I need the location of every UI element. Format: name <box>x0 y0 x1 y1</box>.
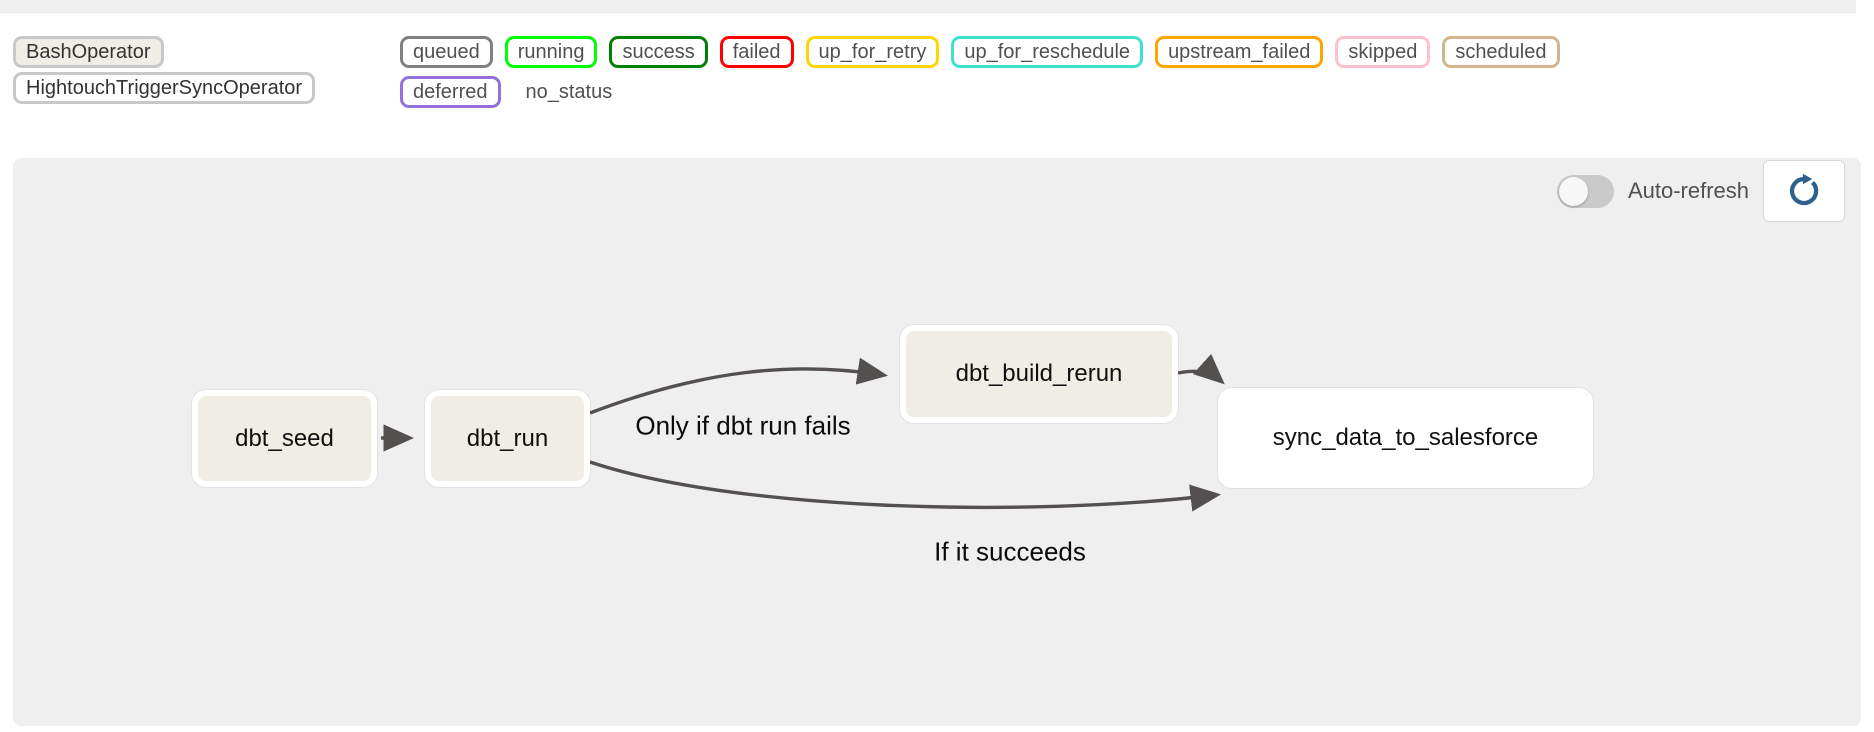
status-badge-queued: queued <box>400 36 493 68</box>
task-node-dbt_run[interactable]: dbt_run <box>425 390 590 487</box>
task-node-sync_data_to_salesforce[interactable]: sync_data_to_salesforce <box>1218 388 1593 488</box>
status-badge-up_for_retry: up_for_retry <box>805 36 940 68</box>
status-badge-deferred: deferred <box>400 76 501 108</box>
edge-dbt_build_rerun-to-sync_data_to_salesforce <box>1177 353 1225 385</box>
toggle-knob <box>1558 176 1588 206</box>
status-badge-failed: failed <box>719 36 794 68</box>
refresh-controls: Auto-refresh <box>1556 160 1845 222</box>
edge-dbt_run-to-sync_data_to_salesforce <box>589 460 1222 512</box>
task-node-dbt_seed[interactable]: dbt_seed <box>192 390 377 487</box>
task-node-dbt_build_rerun[interactable]: dbt_build_rerun <box>900 325 1178 423</box>
top-divider-strip <box>0 0 1856 13</box>
refresh-button[interactable] <box>1763 160 1845 222</box>
edge-label-dbt_run-to-sync_data_to_salesforce: If it succeeds <box>934 536 1086 567</box>
operator-badge-HightouchTriggerSyncOperator: HightouchTriggerSyncOperator <box>13 72 316 104</box>
auto-refresh-toggle[interactable] <box>1556 174 1614 208</box>
status-badge-running: running <box>504 36 598 68</box>
status-badge-scheduled: scheduled <box>1442 36 1560 68</box>
operator-badge-BashOperator: BashOperator <box>13 36 164 68</box>
auto-refresh-label: Auto-refresh <box>1627 178 1749 203</box>
edge-dbt_run-to-dbt_build_rerun <box>589 357 889 415</box>
edge-label-dbt_run-to-dbt_build_rerun: Only if dbt run fails <box>635 410 851 441</box>
dag-edges <box>381 353 1225 512</box>
status-badge-up_for_reschedule: up_for_reschedule <box>951 36 1144 68</box>
status-badge-no_status: no_status <box>512 76 626 108</box>
status-badge-success: success <box>609 36 708 68</box>
graph-panel: dbt_seed dbt_run dbt_build_rerun sync_data_… <box>13 158 1861 726</box>
refresh-icon <box>1789 173 1819 206</box>
legend-statuses: queued running success failed up_for_retry up… <box>400 36 1620 108</box>
status-badge-upstream_failed: upstream_failed <box>1155 36 1324 68</box>
status-badge-skipped: skipped <box>1335 36 1431 68</box>
